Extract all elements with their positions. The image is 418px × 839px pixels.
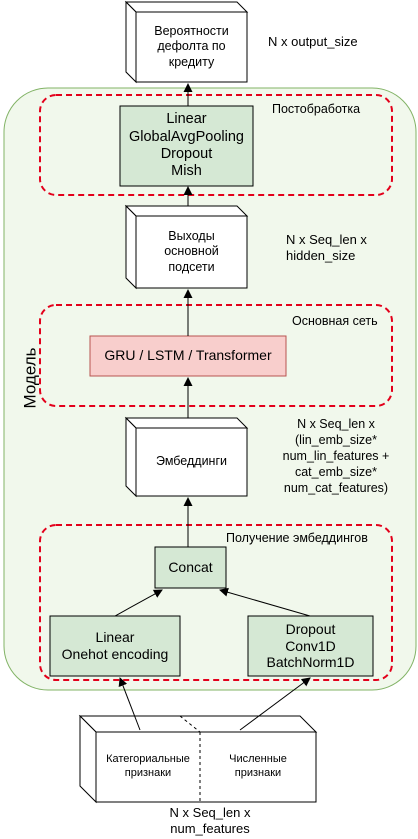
numerical-branch-box [247, 615, 374, 677]
backbone-outputs-cube [124, 204, 249, 290]
numerical-branch-text: Dropout Conv1D BatchNorm1D [266, 620, 355, 671]
probabilities-cube [124, 0, 249, 84]
backbone-label: Основная сеть [292, 314, 378, 329]
input-dims-text: N x Seq_len x num_features [169, 805, 251, 836]
backbone-group [39, 304, 393, 407]
postprocessing-label: Постобработка [272, 102, 361, 117]
postprocessing-layers-box [119, 105, 254, 187]
input-features-cube [78, 714, 318, 804]
numerical-features-text: Численные признаки [229, 753, 287, 779]
embeddings-text: Эмбеддинги [155, 454, 227, 469]
embedding-dims-text: N x Seq_len x (lin_emb_size* num_lin_fea… [282, 417, 390, 495]
rnn-transformer-text: GRU / LSTM / Transformer [104, 347, 272, 364]
embeddings-cube [124, 416, 249, 498]
hidden-dims-text: N x Seq_len x hidden_size [286, 231, 367, 263]
arrow-categorical-to-concat [114, 589, 163, 617]
probabilities-text: Вероятности дефолта по кредиту [154, 23, 229, 69]
postprocessing-group [39, 94, 393, 196]
model-label: Модель [20, 347, 39, 408]
embedding-stage-group [39, 524, 393, 681]
output-dims-text: N x output_size [268, 33, 358, 49]
postprocessing-layers-text: Linear GlobalAvgPooling Dropout Mish [128, 111, 244, 180]
backbone-outputs-text: Выходы основной подсети [164, 228, 219, 274]
embedding-stage-label: Получение эмбеддингов [226, 531, 368, 546]
categorical-features-text: Категориальные признаки [106, 753, 190, 779]
arrow-input-to-numerical [239, 677, 311, 731]
concat-text: Concat [168, 558, 213, 575]
arrow-numerical-to-concat [219, 587, 311, 617]
categorical-branch-text: Linear Onehot encoding [61, 628, 169, 663]
model-container [3, 87, 417, 691]
concat-box [154, 546, 227, 589]
rnn-transformer-box [89, 335, 287, 377]
arrow-input-to-categorical [118, 677, 141, 731]
